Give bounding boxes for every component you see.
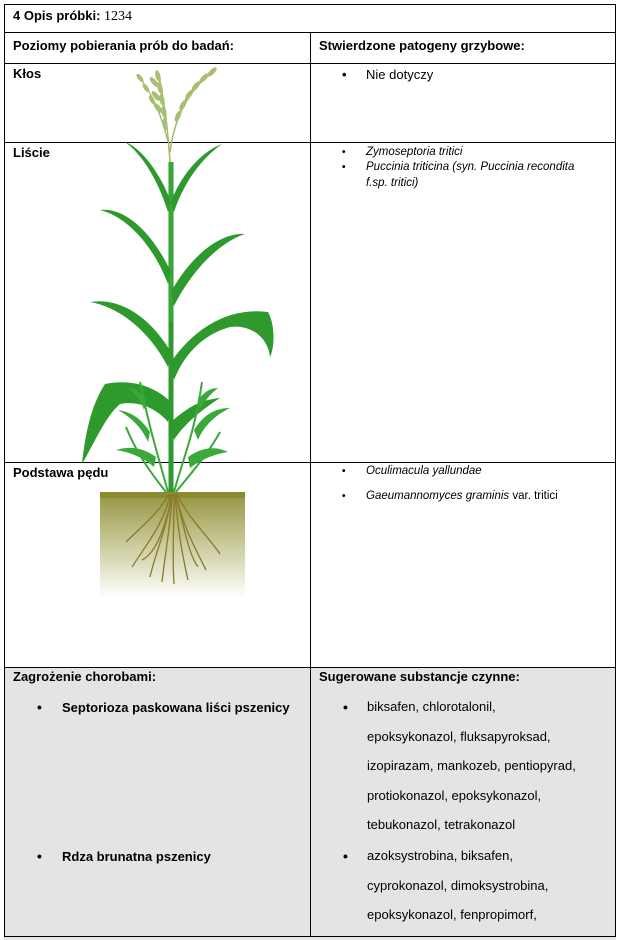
- ear-icon: [136, 67, 217, 163]
- column-header-pathogens: Stwierdzone patogeny grzybowe:: [319, 38, 525, 53]
- leaves-icon: [82, 142, 274, 464]
- roots-icon: [125, 493, 221, 585]
- disease-name: Septorioza paskowana liści pszenicy: [62, 700, 290, 715]
- substance-line: epoksykonazol, fluksapyroksad,: [367, 728, 551, 744]
- substance-line: tebukonazol, tetrakonazol: [367, 817, 516, 833]
- list-item: Puccinia triticina (syn. Puccinia recond…: [338, 160, 574, 175]
- table-column-divider: [310, 32, 311, 937]
- table-border-top: [4, 4, 616, 5]
- pathogen-list-stem-base-2: Gaeumannomyces graminis var. tritici: [338, 489, 558, 504]
- disease-name: Rdza brunatna pszenicy: [62, 849, 211, 864]
- list-item: Nie dotyczy: [338, 67, 433, 83]
- list-item: Gaeumannomyces graminis var. tritici: [338, 489, 558, 504]
- substance-line: biksafen, chlorotalonil,: [367, 699, 496, 714]
- sample-label: 4 Opis próbki:: [13, 8, 101, 23]
- pathogen-list-stem-base: Oculimacula yallundae: [338, 464, 482, 479]
- table-border-right: [615, 4, 616, 937]
- sample-description: 4 Opis próbki: 1234: [13, 8, 132, 25]
- list-item: Oculimacula yallundae: [338, 464, 482, 479]
- column-header-levels: Poziomy pobierania prób do badań:: [13, 38, 235, 53]
- pathogen-continuation: f.sp. tritici): [366, 177, 419, 189]
- substances-header: Sugerowane substancje czynne:: [319, 669, 520, 684]
- bullet-icon: •: [37, 848, 42, 864]
- substance-line: protiokonazol, epoksykonazol,: [367, 787, 542, 803]
- list-item: Zymoseptoria tritici: [338, 145, 574, 160]
- table-border-left: [4, 4, 5, 937]
- level-label-leaves: Liście: [13, 145, 50, 160]
- substance-line: azoksystrobina, biksafen,: [367, 848, 513, 863]
- substances-list-rust: azoksystrobina, biksafen, cyprokonazol, …: [367, 841, 548, 930]
- bullet-icon: •: [343, 699, 348, 715]
- wheat-plant-illustration: [82, 67, 274, 598]
- substance-line: izopirazam, mankozeb, pentiopyrad,: [367, 758, 576, 774]
- substance-line: epoksykonazol, fenpropimorf,: [367, 907, 537, 923]
- sample-id: 1234: [104, 9, 133, 24]
- pathogen-name: Gaeumannomyces graminis: [366, 490, 510, 502]
- pathogen-list-ear: Nie dotyczy: [338, 67, 433, 83]
- substance-line: cyprokonazol, dimoksystrobina,: [367, 877, 549, 893]
- level-label-ear: Kłos: [13, 66, 42, 81]
- substances-list-septoria: biksafen, chlorotalonil, epoksykonazol, …: [367, 692, 576, 840]
- pathogen-list-leaves: Zymoseptoria tritici Puccinia triticina …: [338, 145, 574, 175]
- soil-icon: [100, 498, 245, 598]
- pathogen-variety: var. tritici: [512, 490, 558, 502]
- bullet-icon: •: [343, 848, 348, 864]
- level-label-stem-base: Podstawa pędu: [13, 465, 109, 480]
- threats-header: Zagrożenie chorobami:: [13, 669, 157, 684]
- bullet-icon: •: [37, 699, 42, 715]
